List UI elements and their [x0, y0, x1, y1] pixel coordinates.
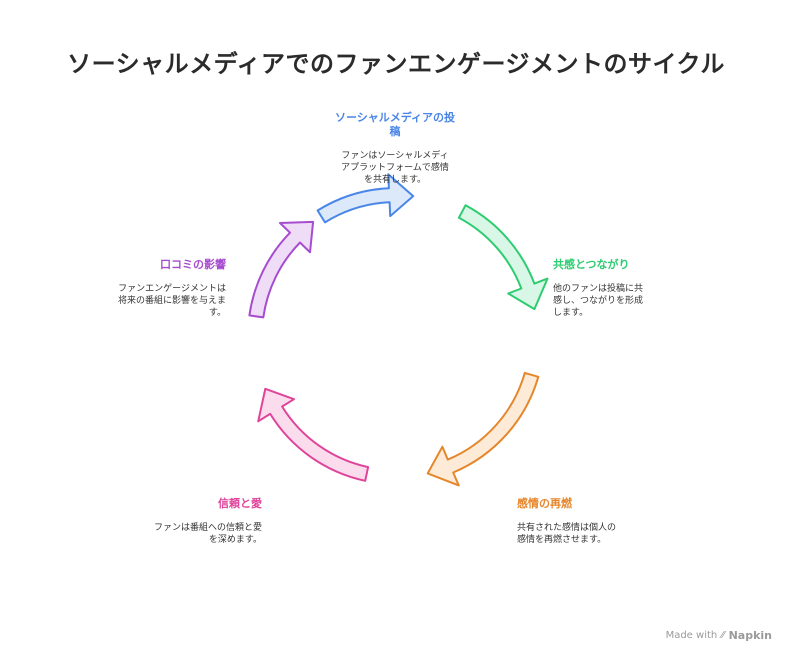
step-label-trust: 信頼と愛 [218, 497, 262, 510]
footer-credit[interactable]: Made with ⁄⁄ Napkin [666, 629, 772, 642]
step-label-rekindle: 感情の再燃 [517, 497, 572, 510]
step-desc-empathy: 他のファンは投稿に共感し、つながりを形成します。 [553, 284, 644, 318]
step-label-word-of-mouth: 口コミの影響 [160, 258, 226, 271]
arrow-social-post [316, 173, 415, 224]
step-label-empathy: 共感とつながり [553, 258, 630, 271]
step-label-social-post: ソーシャルメディアの投稿 [334, 111, 455, 138]
footer-text: Made with [665, 630, 718, 641]
arrow-rekindle [426, 371, 540, 487]
arrow-trust [257, 387, 370, 482]
step-desc-rekindle: 共有された感情は個人の感情を再燃させます。 [517, 523, 617, 545]
page-title: ソーシャルメディアでのファンエンゲージメントのサイクル [67, 50, 725, 78]
arrow-word-of-mouth [248, 220, 315, 319]
step-desc-word-of-mouth: ファンエンゲージメントは将来の番組に影響を与えます。 [117, 284, 226, 318]
napkin-logo-icon: ⁄⁄ [721, 630, 725, 641]
step-desc-social-post: ファンはソーシャルメディアプラットフォームで感情を共有します。 [341, 151, 449, 185]
footer-brand: Napkin [728, 629, 772, 642]
arrow-empathy [457, 204, 549, 311]
step-desc-trust: ファンは番組への信頼と愛を深めます。 [153, 523, 262, 545]
